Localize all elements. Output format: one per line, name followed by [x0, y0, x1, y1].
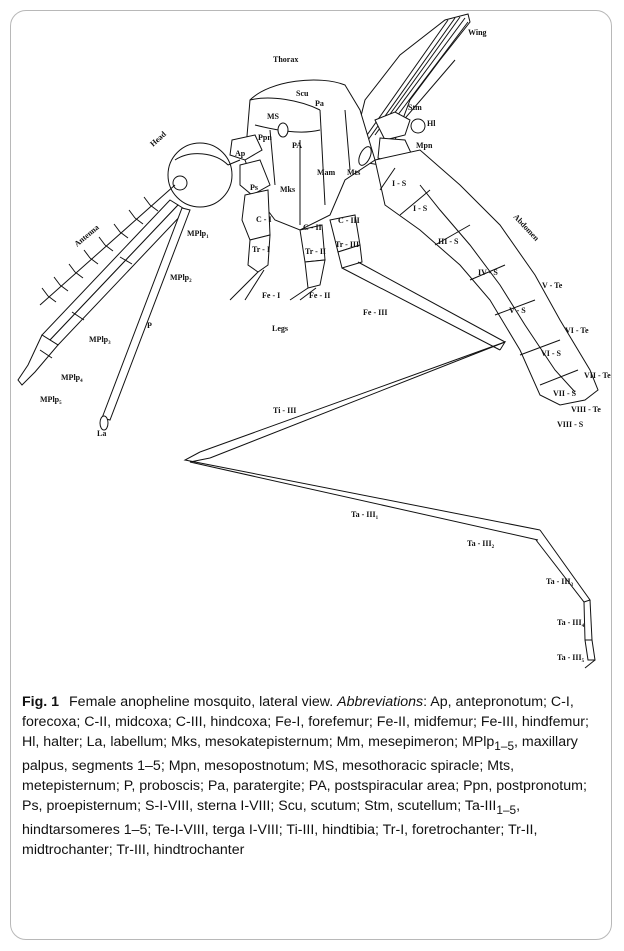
- caption-fig-label: Fig. 1: [22, 694, 59, 710]
- label-p: P: [147, 321, 152, 330]
- label-tr2: Tr - II: [305, 247, 326, 256]
- label-tr1: Tr - I: [252, 245, 270, 254]
- label-ta4: Ta - III4: [557, 618, 585, 629]
- label-la: La: [97, 429, 106, 438]
- label-ps: Ps: [250, 183, 258, 192]
- label-pa: Pa: [315, 99, 324, 108]
- label-c1: C - I: [256, 215, 272, 224]
- label-head: Head: [148, 129, 168, 148]
- label-pa-area: PA: [292, 141, 302, 150]
- caption-abbr-label: Abbreviations: [337, 694, 423, 710]
- label-te7: VII - Te: [584, 371, 611, 380]
- label-scu: Scu: [296, 89, 309, 98]
- label-s7: VII - S: [553, 389, 577, 398]
- head-shape: [168, 143, 240, 207]
- caption-title: Female anopheline mosquito, lateral view…: [69, 694, 333, 710]
- label-c3: C - III: [338, 216, 360, 225]
- label-tr3: Tr - III: [335, 240, 359, 249]
- label-mts: Mts: [347, 168, 360, 177]
- label-s5: V - S: [509, 306, 526, 315]
- label-fe2: Fe - II: [309, 291, 330, 300]
- label-abdomen: Abdomen: [512, 212, 542, 243]
- label-s1a: I - S: [392, 179, 407, 188]
- label-te6: VI - Te: [565, 326, 589, 335]
- label-s3: III - S: [438, 237, 459, 246]
- label-ti3: Ti - III: [273, 406, 296, 415]
- label-ta1: Ta - III1: [351, 510, 379, 521]
- label-s1b: I - S: [413, 204, 428, 213]
- label-mplp4: MPlp4: [61, 373, 83, 384]
- abdomen-shape: [375, 150, 598, 405]
- caption-sub-b: 1–5: [496, 803, 516, 817]
- label-mplp5: MPlp5: [40, 395, 62, 406]
- caption-sub-a: 1–5: [494, 739, 514, 753]
- label-ta2: Ta - III2: [467, 539, 495, 550]
- figure-caption: Fig. 1 Female anopheline mosquito, later…: [22, 692, 606, 860]
- label-mplp3: MPlp3: [89, 335, 111, 346]
- hind-leg: [185, 342, 595, 668]
- label-ta5: Ta - III5: [557, 653, 585, 664]
- label-te5: V - Te: [542, 281, 563, 290]
- label-thorax: Thorax: [273, 55, 298, 64]
- label-fe3: Fe - III: [363, 308, 387, 317]
- label-c2: C - II: [303, 223, 322, 232]
- label-ap: Ap: [235, 149, 246, 158]
- label-mplp1: MPlp1: [187, 229, 209, 240]
- label-hl: Hl: [427, 119, 436, 128]
- label-s4: IV - S: [478, 268, 498, 277]
- mosquito-diagram: Wing Thorax Scu Pa MS Stm Hl Ppn PA Mpn …: [0, 0, 624, 690]
- label-wing: Wing: [468, 28, 487, 37]
- label-s8: VIII - S: [557, 420, 584, 429]
- label-ppn: Ppn: [258, 133, 272, 142]
- label-fe1: Fe - I: [262, 291, 280, 300]
- label-te8: VIII - Te: [571, 405, 601, 414]
- label-legs: Legs: [272, 324, 288, 333]
- label-ms: MS: [267, 112, 280, 121]
- label-stm: Stm: [408, 103, 422, 112]
- label-antenna: Antenna: [73, 223, 101, 249]
- label-ta3: Ta - III3: [546, 577, 574, 588]
- label-mks: Mks: [280, 185, 295, 194]
- label-mpn: Mpn: [416, 141, 433, 150]
- label-mplp2: MPlp2: [170, 273, 192, 284]
- label-s6: VI - S: [541, 349, 562, 358]
- label-mam: Mam: [317, 168, 336, 177]
